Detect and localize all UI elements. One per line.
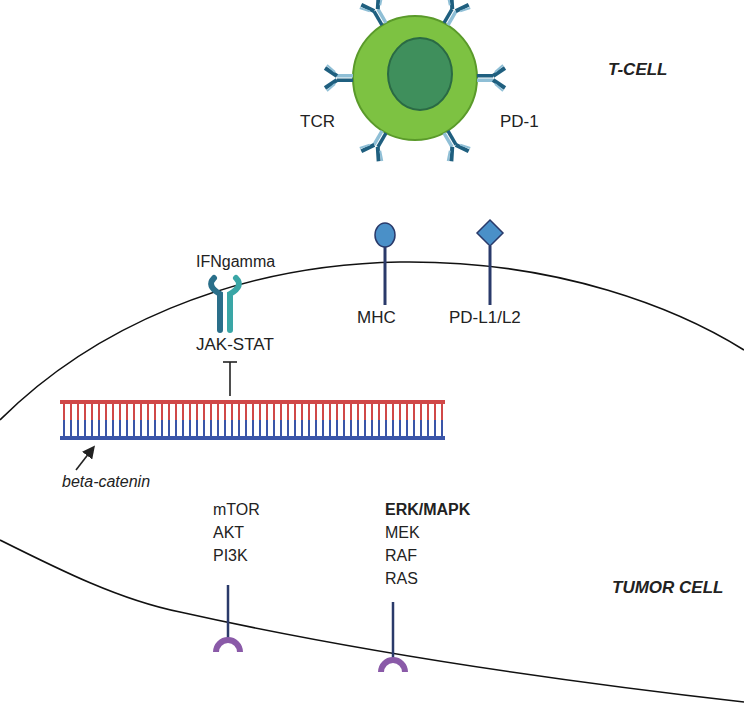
- ifngamma-receptor: [211, 278, 239, 330]
- pathway-label: JAK-STAT: [196, 335, 274, 355]
- mhc-stem: [384, 246, 387, 305]
- ras-receptor-stem: [392, 602, 395, 660]
- cell-title: T-CELL: [608, 60, 668, 80]
- beta-catenin-arrow: [76, 448, 93, 470]
- t-cell-body: [353, 16, 477, 140]
- pi3k-receptor-stem: [227, 585, 230, 640]
- pathway-label: PI3K: [213, 546, 248, 565]
- pdl1-head: [477, 220, 503, 246]
- pathway-label: MEK: [385, 523, 420, 542]
- inhibition-bar: [223, 361, 237, 363]
- receptor-label: PD-1: [500, 112, 539, 132]
- inhibition-line: [229, 362, 231, 396]
- tumor-membrane-bottom: [0, 540, 744, 702]
- pdl1-stem: [489, 246, 492, 305]
- dna-ladder: [64, 402, 442, 438]
- tumor-membrane-top: [0, 262, 744, 420]
- ligand-label: MHC: [357, 308, 396, 328]
- cell-title: TUMOR CELL: [612, 578, 723, 598]
- pathway-label: RAS: [385, 569, 418, 588]
- t-cell-nucleus: [388, 38, 452, 110]
- pathway-label: AKT: [213, 523, 244, 542]
- pi3k-receptor-cup: [216, 640, 240, 652]
- mhc-head: [375, 223, 395, 247]
- ligand-label: PD-L1/L2: [449, 308, 521, 328]
- dna-strand-top: [60, 400, 445, 404]
- receptor-label: TCR: [300, 112, 335, 132]
- pathway-label: mTOR: [213, 500, 260, 519]
- gene-label: beta-catenin: [62, 472, 150, 491]
- pathway-label: ERK/MAPK: [385, 500, 470, 519]
- cytokine-label: IFNgamma: [196, 252, 275, 271]
- pathway-label: RAF: [385, 546, 417, 565]
- ras-receptor-cup: [381, 660, 405, 672]
- t-cell-receptors: [325, 0, 505, 163]
- dna-strand-bottom: [60, 436, 445, 440]
